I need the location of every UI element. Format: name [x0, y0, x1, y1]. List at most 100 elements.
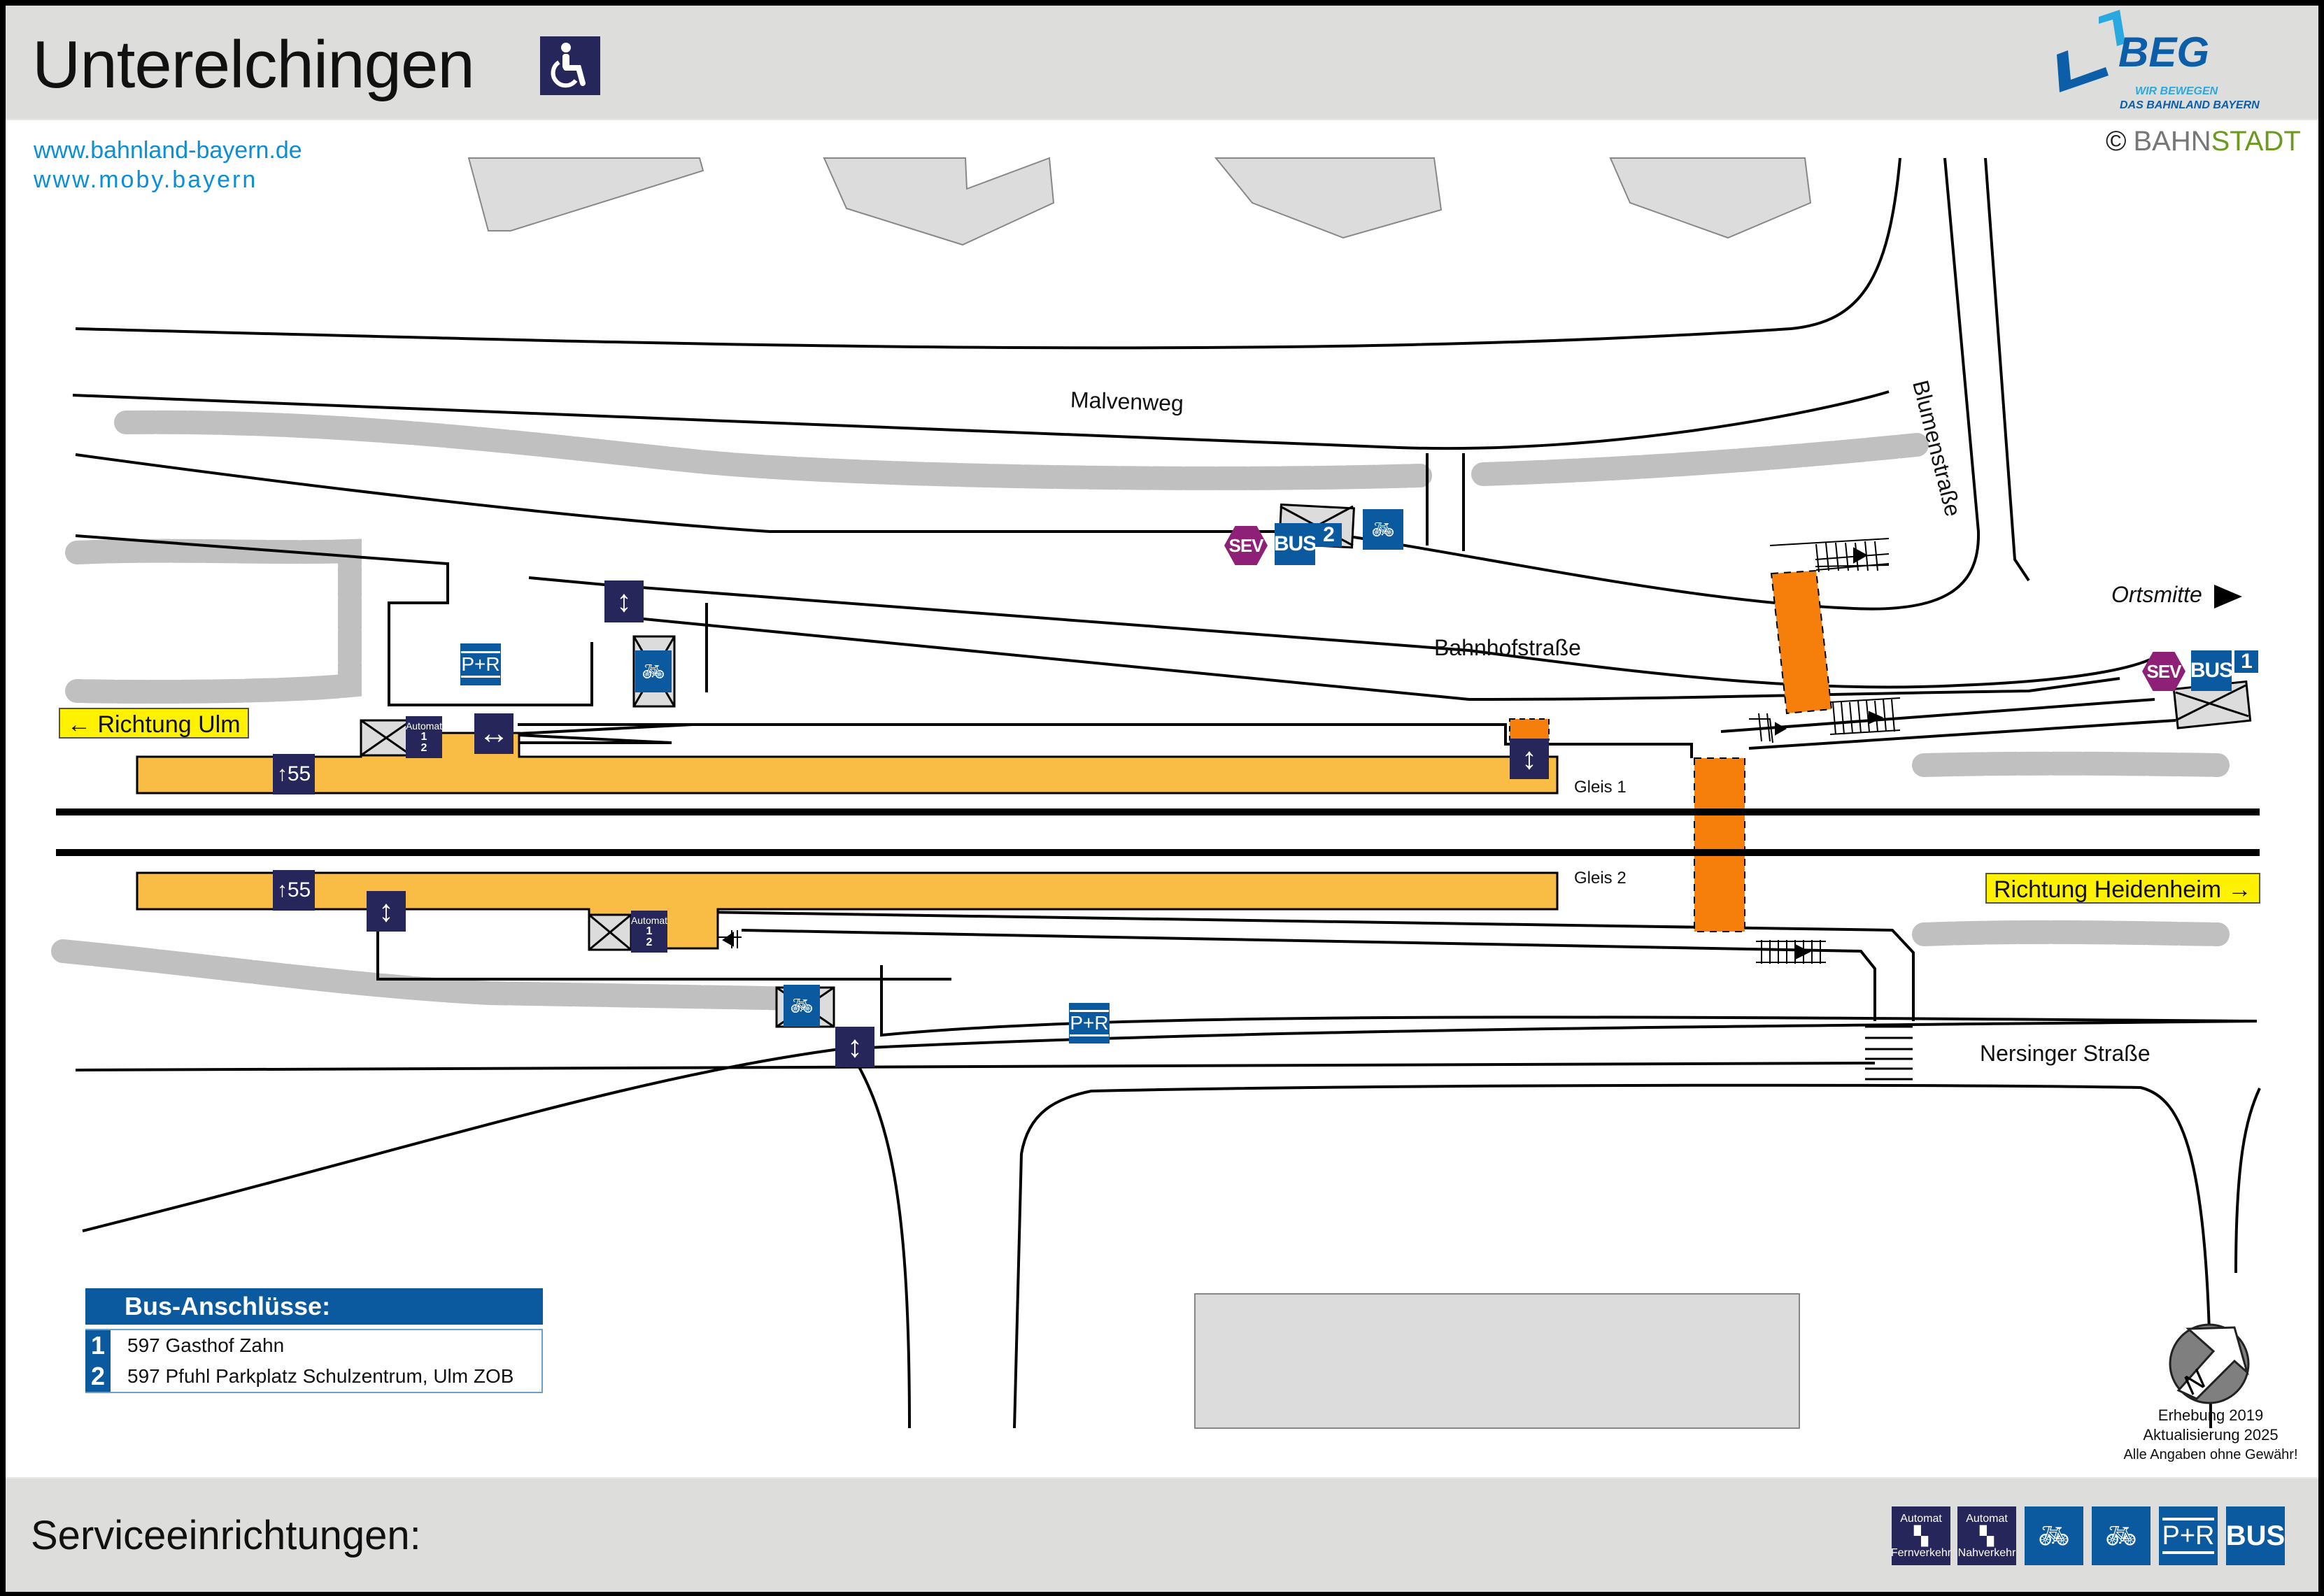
arrow-up-icon: ↑ [276, 762, 288, 785]
direction-ulm-label: Richtung Ulm [97, 711, 241, 738]
road-edge [75, 453, 1315, 533]
ticket-machine-regional-icon: Automat ▚ Nahverkehr [1957, 1506, 2016, 1565]
road-edge [1720, 698, 2155, 733]
vegetation [1912, 920, 2230, 946]
update-year: Aktualisierung 2025 [2143, 1426, 2279, 1444]
park-and-ride-label: P+R [461, 651, 500, 678]
platform-height-value: 55 [287, 762, 311, 785]
underpass-main [1694, 757, 1745, 932]
direction-ortsmitte: Ortsmitte [2111, 582, 2242, 608]
track-2 [56, 849, 2260, 856]
road-edge [636, 617, 2120, 701]
arrow-up-icon: ↑ [276, 878, 288, 902]
link-moby[interactable]: www.moby.bayern [34, 166, 258, 193]
vegetation [1471, 433, 1929, 486]
underpass-lift-shaft [1509, 718, 1550, 741]
road-edge [741, 929, 1876, 1021]
bus-stop-icon[interactable]: BUS [1275, 523, 1315, 565]
bike-parking-icon: 🚲︎ [2092, 1506, 2151, 1565]
track-1 [56, 808, 2260, 815]
lift-icon: ↕ [604, 580, 644, 622]
triangle-right-icon [2213, 584, 2242, 608]
platform-height-value: 55 [287, 878, 311, 902]
bus-connection-row: 1 597 Gasthof Zahn [85, 1330, 541, 1361]
building [1214, 157, 1443, 239]
stairs-top [718, 538, 1901, 964]
service-label: BUS [2225, 1520, 2286, 1551]
ticket-machine-icon[interactable]: Automat 1 2 [406, 716, 442, 758]
lift-icon: ↕ [835, 1027, 874, 1067]
header: Unterelchingen [6, 6, 2318, 120]
platform-height-icon: ↑55 [273, 870, 315, 911]
road-edge [75, 157, 1901, 350]
survey-info: Erhebung 2019 Aktualisierung 2025 Alle A… [2106, 1406, 2316, 1465]
street-label-malvenweg: Malvenweg [1070, 387, 1184, 416]
bus-connections-table: Bus-Anschlüsse: 1 597 Gasthof Zahn 2 597… [85, 1288, 543, 1393]
park-and-ride-icon: P+R [460, 643, 501, 685]
service-label: P+R [2162, 1518, 2215, 1554]
service-label-bottom: Fernverkehr [1890, 1546, 1952, 1559]
bus-stop-icon[interactable]: BUS [2191, 650, 2232, 691]
road-edge [376, 912, 951, 981]
underpass-north [1770, 569, 1833, 715]
ortsmitte-label: Ortsmitte [2111, 582, 2202, 607]
north-arrow: N [2169, 1323, 2250, 1404]
tickets-icon: ▚ [1980, 1525, 1994, 1546]
link-bahnland[interactable]: www.bahnland-bayern.de [34, 137, 302, 164]
platform-access [503, 723, 693, 744]
park-and-ride-label: P+R [1070, 1010, 1109, 1036]
vegetation [114, 410, 1432, 490]
road-edge [699, 911, 1915, 1021]
bike-parking-icon: 🚲︎ [1363, 509, 1403, 550]
station-title: Unterelchingen [32, 27, 475, 102]
bus-stop-number: 1 [2234, 650, 2258, 673]
building [1194, 1293, 1800, 1429]
track-label-gleis-1: Gleis 1 [1574, 778, 1627, 797]
bahnstadt-part1: BAHN [2133, 126, 2211, 157]
road-edge [82, 1020, 2258, 1232]
bus-connections-list: 1 597 Gasthof Zahn 2 597 Pfuhl Parkplatz… [85, 1329, 543, 1393]
beg-tagline-1: WIR BEWEGEN [2135, 85, 2218, 97]
service-label-bottom: Nahverkehr [1957, 1546, 2016, 1559]
road-edge [1748, 719, 2176, 750]
covered-bike-parking-icon: 🚲︎ [635, 650, 672, 692]
building [467, 157, 704, 231]
wheelchair-icon [540, 36, 600, 95]
direction-sign-heidenheim: Richtung Heidenheim → [1985, 873, 2260, 904]
direction-sign-ulm: ← Richtung Ulm [59, 708, 249, 739]
park-and-ride-icon: P+R [1069, 1003, 1110, 1043]
automat-label: Automat [631, 915, 667, 926]
bus-connection-number: 2 [85, 1361, 111, 1392]
vegetation [65, 539, 362, 704]
building [823, 157, 1055, 246]
ticket-number-2: 2 [420, 742, 427, 754]
lift-icon: ↕ [1510, 739, 1549, 779]
direction-heidenheim-label: Richtung Heidenheim [1994, 876, 2222, 903]
vegetation [51, 939, 816, 1011]
street-label-nersinger-strasse: Nersinger Straße [1980, 1041, 2151, 1066]
platform-access [518, 723, 1693, 758]
platform-gleis-1 [136, 732, 1559, 795]
bus-connection-number: 1 [85, 1330, 111, 1361]
ticket-number-2: 2 [646, 936, 653, 948]
building [1609, 157, 1812, 239]
bus-shelter [2172, 680, 2252, 729]
ramp-horizontal-icon: ↔ [474, 713, 513, 754]
copyright-bahnstadt: ©BAHNSTADT [2106, 126, 2301, 157]
road-edge [528, 576, 2155, 689]
service-label-top: Automat [1966, 1512, 2008, 1525]
sev-replacement-bus-icon: SEV [1224, 526, 1268, 565]
bus-stop-number: 2 [1315, 523, 1342, 547]
ticket-machine-icon[interactable]: Automat 1 2 [631, 911, 667, 953]
park-and-ride-icon: P+R [2159, 1506, 2218, 1565]
arrow-right-icon: → [2227, 876, 2252, 903]
covered-bike-parking-icon: 🚲︎ [784, 985, 820, 1027]
building-shelter [588, 913, 632, 951]
platform-height-icon: ↑55 [273, 754, 315, 795]
website-links: www.bahnland-bayern.de www.moby.bayern [34, 136, 302, 194]
road-edge [838, 1034, 911, 1429]
beg-logo [2057, 10, 2125, 92]
road-edge [2234, 1088, 2261, 1274]
beg-logo-text: BEG [2118, 29, 2210, 76]
bahnstadt-part2: STADT [2211, 126, 2301, 157]
